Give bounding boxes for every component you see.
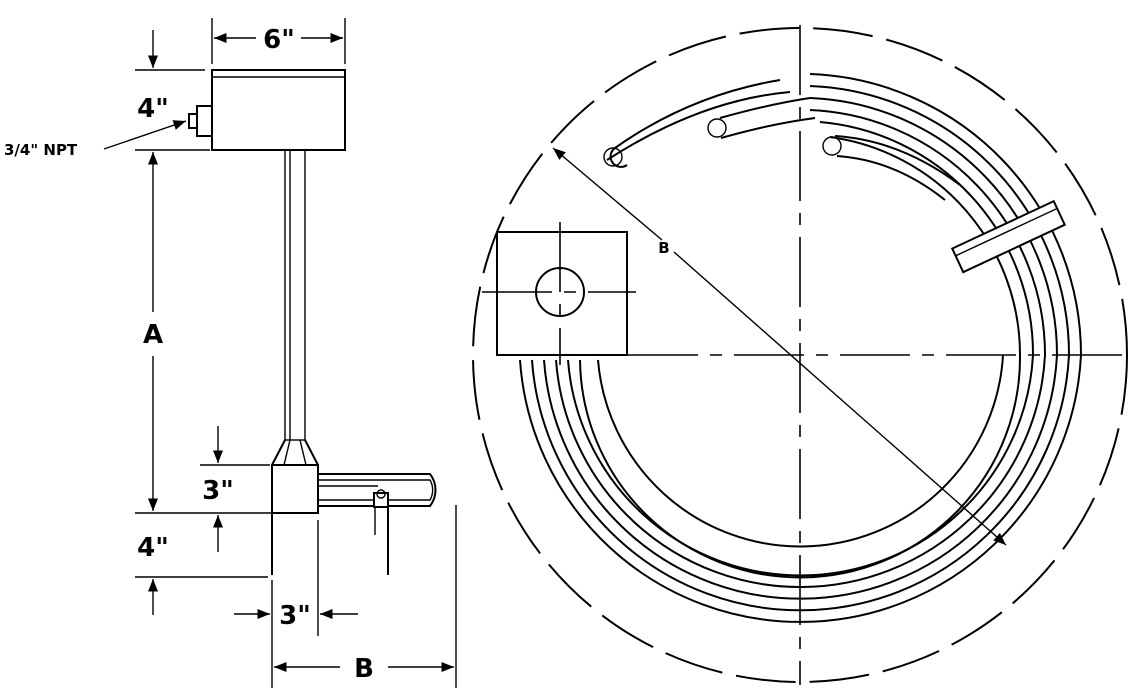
heating-coils [519,73,1083,623]
dim-tail-height: 4" [137,533,169,563]
terminal-box [211,69,346,151]
clamp [373,492,389,508]
coil-clamp [950,199,1067,274]
npt-opening [535,267,585,317]
dim-diameter-b: B [658,239,669,257]
dim-length-a: A [143,320,163,350]
top-view: B [472,25,1128,685]
sheath-tube [284,149,306,441]
u-bend-loop [318,473,437,507]
dim-block-height: 3" [202,476,234,506]
dim-width-top: 6" [263,25,295,55]
dim-box-height: 4" [137,94,169,124]
dim-block-width: 3" [279,601,311,631]
side-view: 6" 4" 3/4" NPT A 3" 4" 3" B [4,18,457,688]
phantom-outline [472,27,1128,683]
dim-reach-b: B [354,654,374,684]
npt-fitting [196,105,213,137]
label-npt: 3/4" NPT [4,141,78,159]
mounting-block [271,464,319,514]
junction-box [496,231,628,356]
